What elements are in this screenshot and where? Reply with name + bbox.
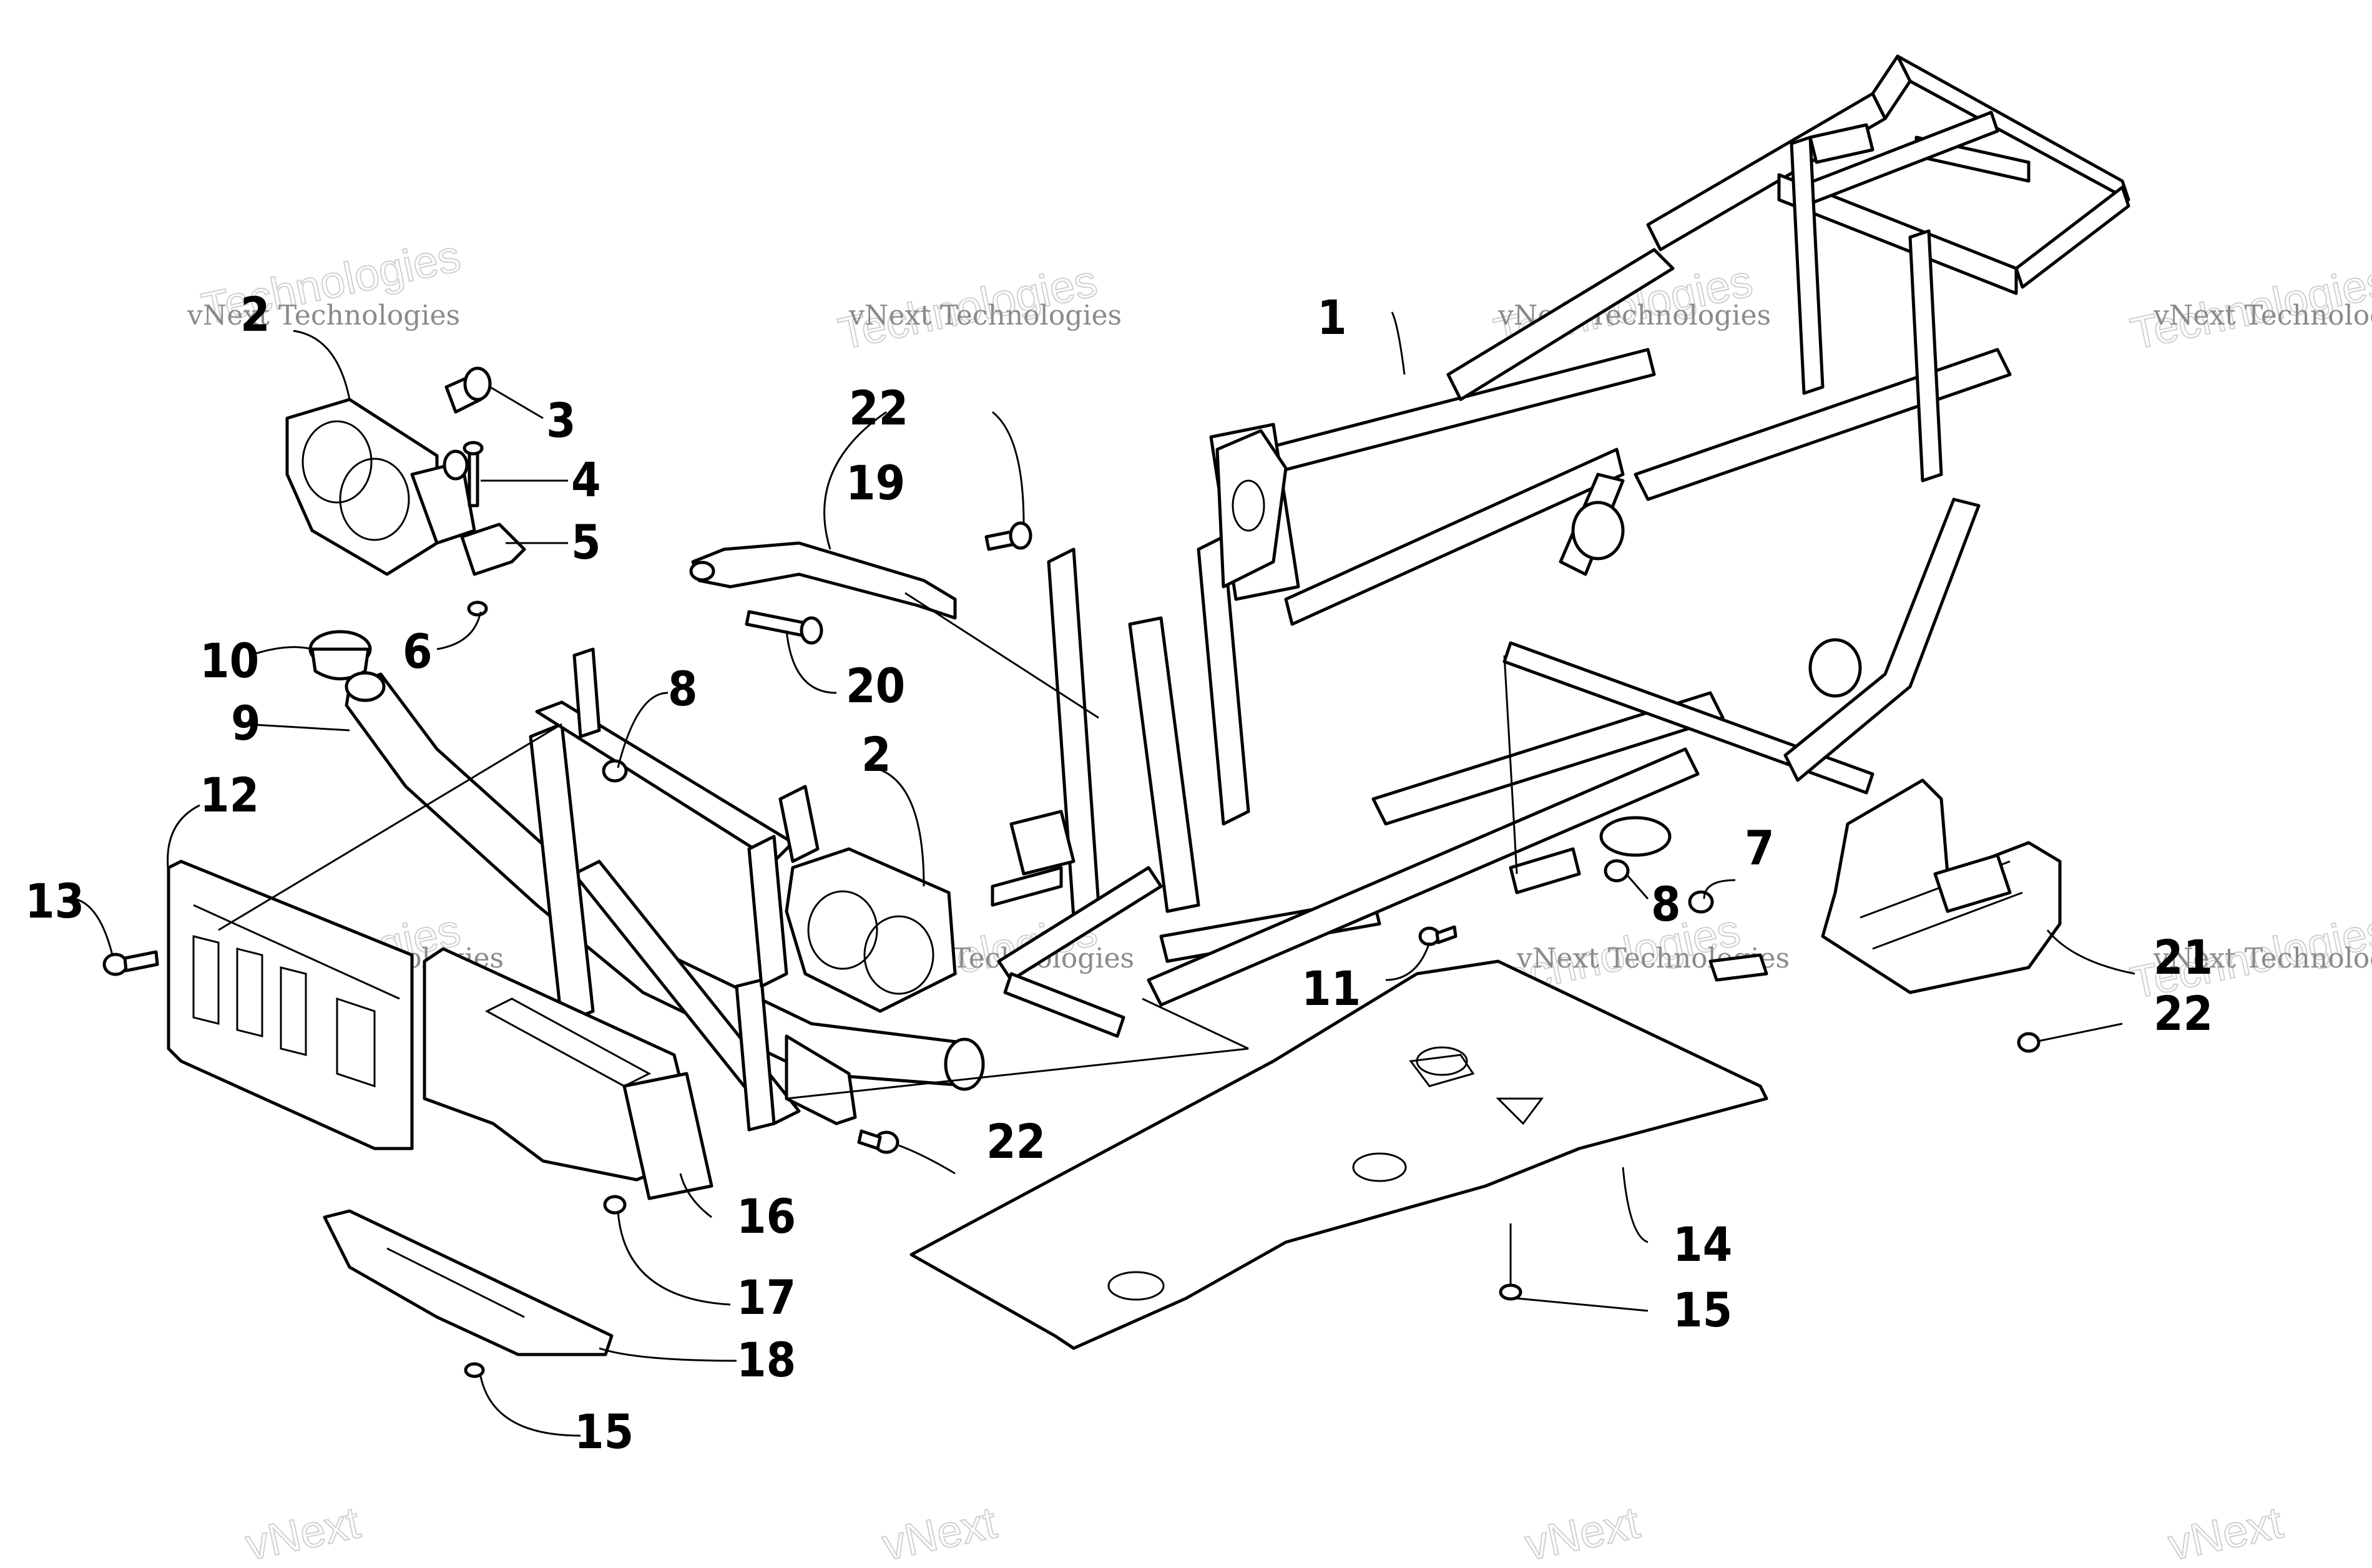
callout-1: 1: [1317, 290, 1347, 345]
watermark-text: vNext Technologies: [2153, 300, 2372, 331]
lower-guard: [423, 947, 713, 1200]
callout-18: 18: [737, 1332, 796, 1388]
callout-3: 3: [546, 393, 576, 448]
callout-13: 13: [25, 873, 84, 929]
callout-22-top: 22: [849, 380, 908, 436]
front-bumper: [345, 647, 985, 1132]
watermark-text: vNext Technologies: [187, 300, 460, 331]
bracket-5: [460, 522, 526, 576]
nut-6: [467, 600, 488, 617]
callout-17: 17: [737, 1270, 796, 1325]
callout-11: 11: [1301, 961, 1361, 1016]
plate-18: [323, 1209, 614, 1356]
watermark-large: vNext: [878, 1497, 1001, 1568]
callout-4: 4: [571, 452, 601, 507]
bolt-4: [463, 441, 484, 507]
watermark-text: vNext Technologies: [2153, 943, 2372, 974]
callout-21: 21: [2154, 929, 2213, 985]
main-frame: [991, 54, 2130, 1038]
nut-7: [1688, 890, 1714, 914]
bracket-19: [689, 541, 957, 620]
callout-19: 19: [846, 455, 905, 511]
callout-numbers: 1 2 3 4 5 6 7 8 8 9 10 11 12 13 14 15 15…: [25, 287, 2213, 1459]
watermark-large: vNext: [242, 1497, 365, 1568]
rivet-15-left: [464, 1362, 485, 1378]
callout-2-right: 2: [861, 727, 891, 782]
callout-14: 14: [1673, 1217, 1732, 1272]
bolt-22-right: [2017, 1032, 2041, 1053]
screw-13: [102, 953, 129, 976]
callout-22-right: 22: [2154, 986, 2213, 1041]
callout-5: 5: [571, 514, 601, 570]
callout-15-left: 15: [574, 1404, 634, 1459]
callout-20: 20: [846, 658, 905, 713]
callout-12: 12: [200, 767, 259, 823]
callout-2-left: 2: [240, 287, 270, 342]
leader-lines: [74, 311, 2135, 1437]
callout-8-right: 8: [1651, 876, 1681, 932]
nut-8-left: [602, 759, 628, 783]
front-grille: [167, 860, 414, 1150]
callout-6: 6: [403, 624, 433, 679]
callout-9: 9: [231, 695, 261, 751]
callout-15-right: 15: [1673, 1282, 1732, 1338]
nut-8-right: [1604, 859, 1630, 883]
screw-3: [444, 366, 492, 414]
rivet-15-right: [1499, 1283, 1522, 1301]
headlight-right: [785, 847, 957, 1013]
headlight-left: [285, 398, 476, 576]
hardware: [102, 521, 2041, 1378]
footrest: [1708, 778, 2062, 994]
callout-10: 10: [200, 633, 259, 688]
skid-plate: [909, 959, 1768, 1350]
callout-16: 16: [737, 1188, 796, 1244]
watermark-text: vNext Technologies: [848, 300, 1122, 331]
watermark-large: vNext: [2164, 1497, 2287, 1568]
callout-22-bottom: 22: [986, 1114, 1046, 1169]
screw-17: [603, 1195, 627, 1215]
watermark-large: vNext: [1521, 1497, 1644, 1568]
callout-7: 7: [1745, 820, 1775, 876]
callout-8-left: 8: [668, 661, 698, 717]
